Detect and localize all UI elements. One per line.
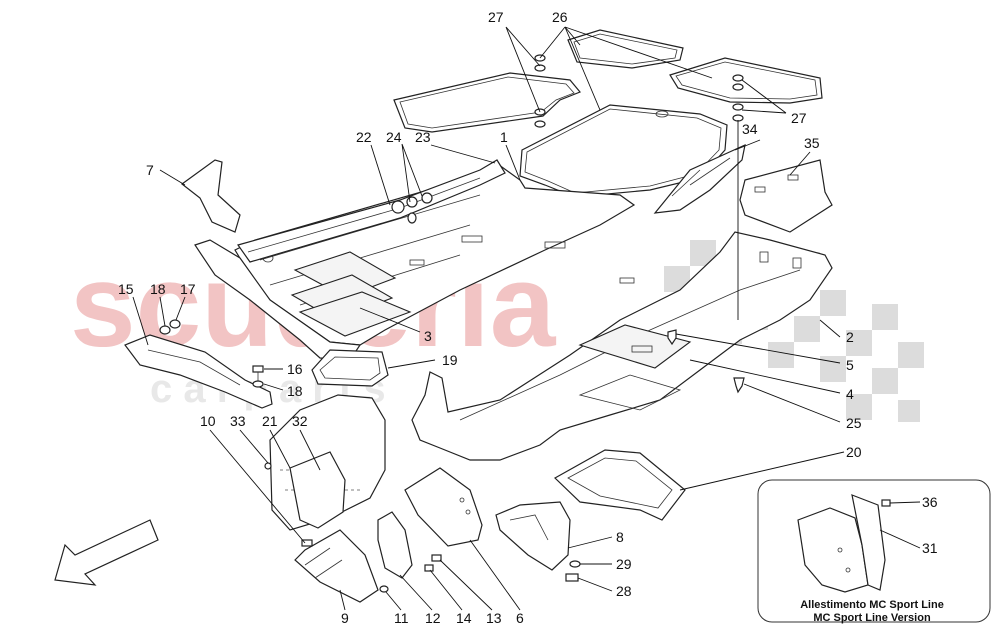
callout-5: 5: [846, 357, 854, 373]
panel-9: [294, 529, 379, 603]
callout-8: 8: [616, 529, 624, 545]
callout-1: 1: [500, 129, 508, 145]
mat-fastener-icon: [534, 108, 546, 128]
callout-35: 35: [804, 135, 820, 151]
screw-28-icon: [565, 573, 579, 582]
screw-16-icon: [252, 365, 264, 382]
panel-32: [289, 451, 346, 529]
trim-panel-34: [653, 143, 746, 214]
front-direction-arrow-icon: [54, 519, 159, 586]
callout-36: 36: [922, 494, 938, 510]
screw-10-icon: [301, 539, 313, 547]
callout-25: 25: [846, 415, 862, 431]
cover-19: [311, 349, 389, 387]
clip-25-icon: [733, 377, 745, 394]
screw-13-icon: [431, 554, 442, 562]
callout-20: 20: [846, 444, 862, 460]
trim-panel-35: [739, 159, 833, 233]
trim-frame-20: [554, 449, 686, 521]
inset-caption-line2: MC Sport Line Version: [813, 612, 931, 624]
inset-mc-sport-line: Allestimento MC Sport Line MC Sport Line…: [757, 479, 991, 624]
callout-32: 32: [292, 413, 308, 429]
trim-panel-15: [124, 334, 273, 409]
callout-34: 34: [742, 121, 758, 137]
nut-18-icon: [252, 380, 264, 388]
callout-10: 10: [200, 413, 216, 429]
callout-12: 12: [425, 610, 441, 626]
rear-pad-4-5: [578, 324, 692, 369]
callout-19: 19: [442, 352, 458, 368]
callout-27a: 27: [488, 9, 504, 25]
bracket-12: [377, 511, 413, 579]
callout-22: 22: [356, 129, 372, 145]
callout-21: 21: [262, 413, 278, 429]
callout-18a: 18: [150, 281, 166, 297]
callout-11: 11: [394, 610, 409, 626]
callout-7: 7: [146, 162, 154, 178]
clip-5-icon: [667, 329, 677, 346]
callout-3: 3: [424, 328, 432, 344]
callout-4: 4: [846, 386, 854, 402]
callout-9: 9: [341, 610, 349, 626]
callout-33: 33: [230, 413, 246, 429]
callout-24: 24: [386, 129, 402, 145]
callout-29: 29: [616, 556, 632, 572]
bracket-8: [495, 501, 571, 571]
screw-33-icon: [264, 462, 272, 470]
callout-6: 6: [516, 610, 524, 626]
callout-13: 13: [486, 610, 502, 626]
callout-28: 28: [616, 583, 632, 599]
mat-fastener-icon: [732, 74, 744, 91]
screw-14-icon: [424, 564, 434, 572]
inset-caption-line1: Allestimento MC Sport Line: [800, 599, 944, 611]
mat-fastener-icon: [732, 103, 744, 122]
insulation-pad-3: [290, 251, 412, 337]
floor-mat-rear-right: [567, 29, 684, 69]
callout-2: 2: [846, 329, 854, 345]
callout-26: 26: [552, 9, 568, 25]
callout-18b: 18: [287, 383, 303, 399]
screw-11-icon: [379, 585, 389, 593]
trim-piece-7: [181, 159, 241, 233]
floor-mat-rear-left: [669, 57, 823, 104]
bracket-6: [404, 467, 483, 547]
callouts: 27 26 27 22 24 23 1 34 35 7 15 18 17 3 2…: [118, 9, 938, 626]
callout-17: 17: [180, 281, 196, 297]
callout-27b: 27: [791, 110, 807, 126]
leader-lines: [132, 26, 921, 611]
callout-31: 31: [922, 540, 938, 556]
screw-29-icon: [569, 560, 581, 568]
spacer-17-icon: [169, 319, 181, 329]
callout-14: 14: [456, 610, 472, 626]
callout-23: 23: [415, 129, 431, 145]
spacer-18-icon: [159, 325, 171, 335]
callout-15: 15: [118, 281, 134, 297]
callout-16: 16: [287, 361, 303, 377]
floor-mat-front-left: [393, 72, 581, 133]
